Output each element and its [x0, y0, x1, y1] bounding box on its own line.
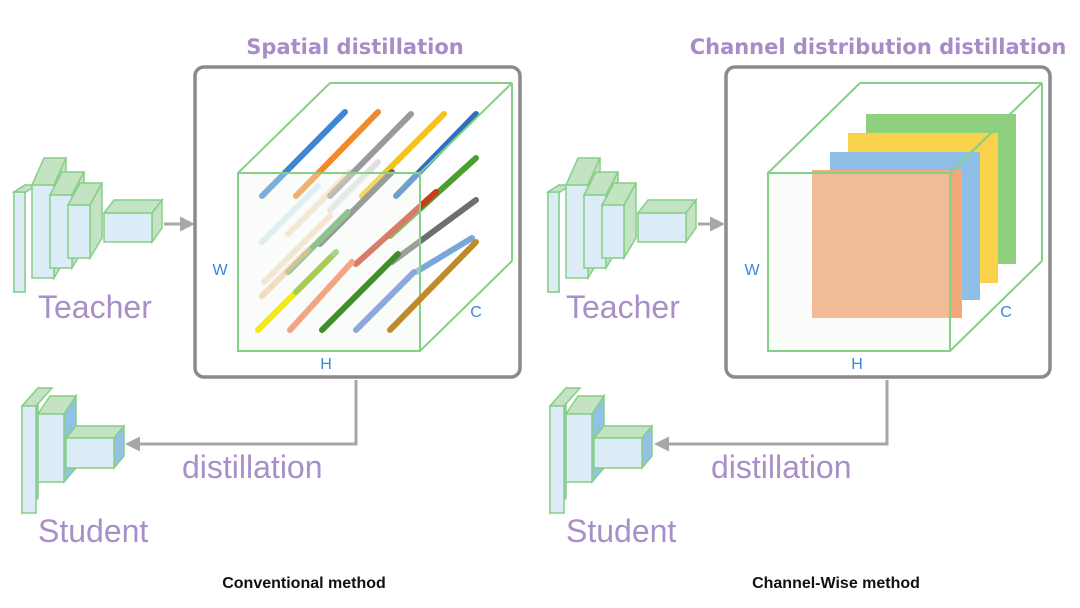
axis-c-left: C — [470, 304, 482, 321]
feature-map-panel-left — [193, 65, 522, 379]
student-label-left: Student — [38, 513, 148, 549]
student-network-right — [548, 386, 654, 515]
channel-distillation-title: Channel distribution distillation — [690, 35, 1067, 59]
distillation-label-left: distillation — [182, 449, 323, 485]
spatial-distillation-title: Spatial distillation — [246, 35, 463, 59]
feature-cube-left — [237, 82, 513, 352]
teacher-label-left: Teacher — [38, 289, 152, 325]
teacher-label-right: Teacher — [566, 289, 680, 325]
caption-right: Channel-Wise method — [752, 575, 920, 592]
student-network-left — [20, 386, 126, 515]
axis-w-left: W — [212, 262, 228, 279]
axis-c-right: C — [1000, 304, 1012, 321]
teacher-network-left — [11, 157, 164, 293]
student-label-right: Student — [566, 513, 676, 549]
channel-slice-orange — [812, 170, 962, 318]
distillation-label-right: distillation — [711, 449, 852, 485]
teacher-network-right — [545, 157, 698, 293]
distillation-arrow-left — [125, 380, 358, 452]
caption-left: Conventional method — [222, 575, 386, 592]
axis-h-right: H — [851, 356, 863, 373]
axis-h-left: H — [320, 356, 332, 373]
axis-w-right: W — [744, 262, 760, 279]
distillation-arrow-right — [654, 380, 889, 452]
feature-cube-right — [767, 82, 1043, 352]
